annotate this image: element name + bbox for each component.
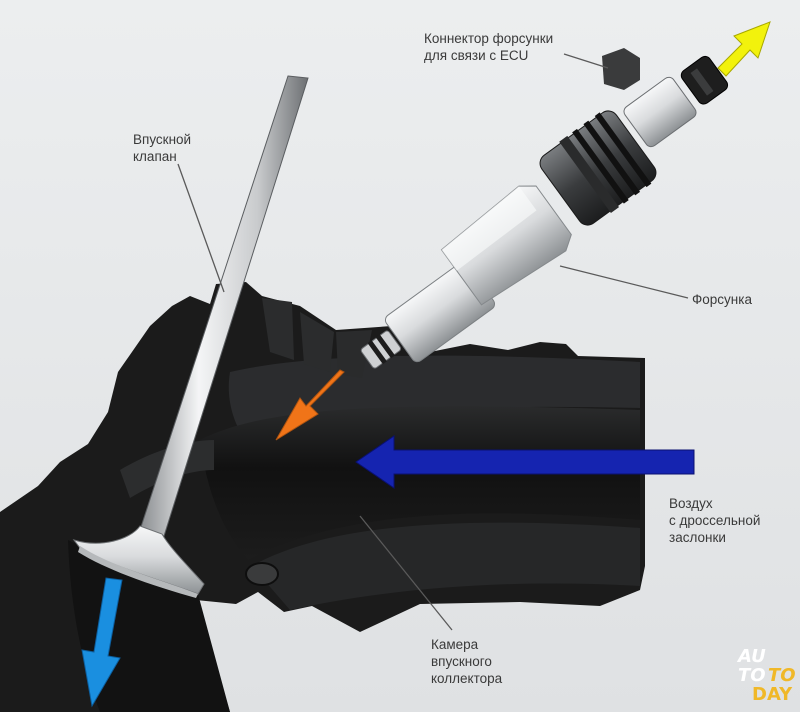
chamber-label-line3: коллектора	[431, 671, 503, 686]
watermark-line2a: TO	[738, 665, 766, 686]
air-flow-arrow	[355, 435, 695, 489]
air-label-line3: заслонки	[669, 530, 726, 545]
leader-chamber	[359, 515, 453, 631]
ecu-signal-arrow	[717, 21, 771, 77]
watermark-line2b: TO	[768, 665, 796, 686]
intake-valve	[72, 75, 309, 598]
mixture-out-arrow	[81, 577, 123, 708]
leader-connector	[563, 53, 609, 69]
air-label-line1: Воздух	[669, 496, 713, 511]
connector-label-line1: Коннектор форсунки	[424, 31, 554, 46]
leader-valve	[177, 163, 225, 293]
injector-label-line1: Форсунка	[692, 292, 752, 307]
leader-lines	[177, 53, 689, 631]
leader-injector	[559, 265, 689, 299]
intake-valve-label-line1: Впускной	[133, 132, 192, 147]
chamber-label-line2: впускного	[431, 654, 492, 669]
intake-valve-label: Впускной клапан	[133, 131, 191, 165]
intake-valve-label-line2: клапан	[133, 149, 177, 164]
watermark-line3: DAY	[752, 684, 793, 705]
fuel-injector	[360, 55, 729, 369]
air-label-line2: с дроссельной	[669, 513, 761, 528]
injector-label: Форсунка	[692, 291, 752, 308]
ecu-connector-plug	[602, 48, 640, 90]
connector-label: Коннектор форсунки для связи с ECU	[424, 30, 553, 64]
chamber-label: Камера впускного коллектора	[431, 636, 502, 687]
air-label: Воздух с дроссельной заслонки	[669, 495, 760, 546]
watermark-line1: AU	[738, 646, 766, 667]
connector-label-line2: для связи с ECU	[424, 48, 529, 63]
chamber-label-line1: Камера	[431, 637, 479, 652]
fuel-spray-arrow	[275, 369, 345, 441]
